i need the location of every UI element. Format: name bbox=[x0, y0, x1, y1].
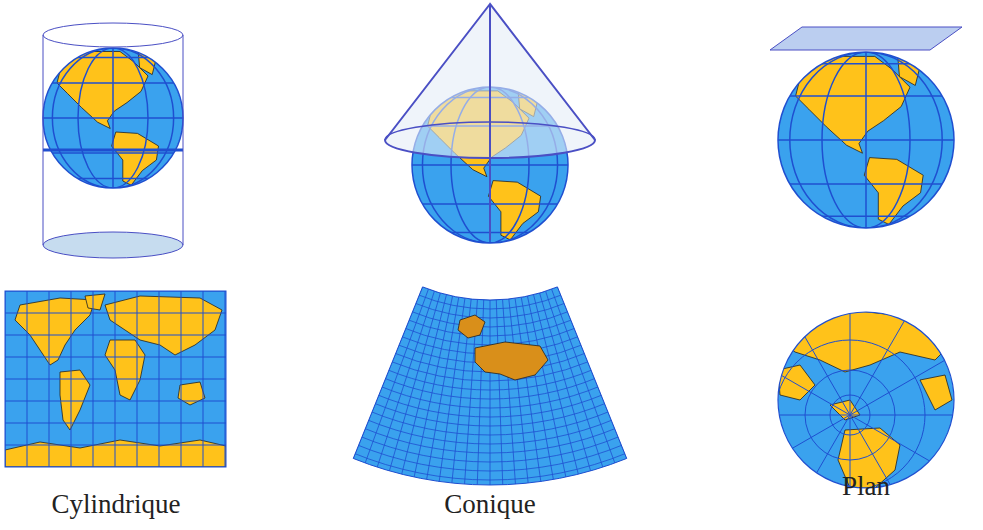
meridian bbox=[402, 295, 447, 475]
landmass bbox=[85, 294, 105, 310]
parallel bbox=[202, 0, 778, 408]
meridian bbox=[850, 315, 983, 415]
meridian bbox=[822, 52, 910, 228]
parallel bbox=[5, 401, 226, 402]
cylindrical-map bbox=[5, 291, 226, 467]
ocean bbox=[43, 48, 183, 188]
meridian bbox=[78, 48, 148, 188]
parallel bbox=[5, 423, 226, 424]
meridian bbox=[527, 296, 565, 477]
meridian bbox=[534, 295, 579, 475]
parallel bbox=[301, 0, 679, 309]
meridian bbox=[490, 300, 491, 485]
fan bbox=[353, 287, 626, 485]
tangent-plane bbox=[770, 27, 962, 50]
parallel bbox=[283, 0, 697, 327]
landmass bbox=[864, 158, 923, 225]
meridian bbox=[865, 52, 867, 228]
conic-grid bbox=[130, 0, 850, 485]
cylinder-side bbox=[183, 35, 184, 245]
globe-body bbox=[778, 52, 954, 228]
globe-outline bbox=[778, 52, 954, 228]
parallel bbox=[292, 0, 688, 318]
meridian bbox=[790, 52, 942, 228]
meridian bbox=[52, 48, 173, 188]
meridian bbox=[540, 293, 591, 471]
meridian bbox=[365, 289, 428, 463]
meridian bbox=[850, 242, 950, 415]
meridian bbox=[677, 415, 850, 515]
meridian bbox=[377, 291, 434, 467]
landmass bbox=[105, 340, 145, 400]
meridian bbox=[750, 242, 850, 415]
equator-line bbox=[43, 149, 183, 152]
meridian bbox=[414, 296, 452, 477]
parallel bbox=[274, 0, 706, 336]
parallel bbox=[5, 445, 226, 446]
meridian bbox=[496, 300, 502, 485]
globe bbox=[778, 52, 954, 228]
parallel bbox=[310, 0, 670, 300]
globe-outline bbox=[43, 48, 183, 188]
parallel bbox=[5, 357, 226, 358]
meridian bbox=[850, 415, 983, 416]
meridian bbox=[850, 215, 851, 415]
projection-label: Conique bbox=[444, 490, 536, 520]
parallel bbox=[184, 0, 796, 426]
cone-axis bbox=[489, 4, 491, 240]
cylinder-base bbox=[43, 232, 183, 258]
projection-label: Plan bbox=[842, 472, 890, 502]
landmass bbox=[475, 342, 548, 380]
meridian bbox=[112, 48, 114, 188]
meridian bbox=[515, 298, 541, 481]
conic-map bbox=[353, 287, 626, 485]
landmass bbox=[780, 310, 950, 372]
cylinder-top bbox=[43, 23, 183, 47]
meridian bbox=[546, 291, 603, 467]
meridian bbox=[677, 315, 850, 415]
parallel bbox=[5, 379, 226, 380]
meridian bbox=[750, 415, 850, 530]
meridian bbox=[557, 287, 626, 459]
map-frame bbox=[5, 291, 226, 467]
ocean bbox=[778, 52, 954, 228]
cylinder-side bbox=[43, 35, 44, 245]
parallel bbox=[5, 313, 226, 314]
parallel bbox=[5, 335, 226, 336]
ocean bbox=[5, 291, 226, 467]
meridian bbox=[503, 300, 516, 485]
fan-outline bbox=[353, 287, 626, 485]
parallel bbox=[175, 0, 805, 435]
meridian bbox=[552, 289, 615, 463]
meridian bbox=[509, 299, 528, 483]
azimuthal-map bbox=[650, 215, 983, 530]
projection-label: Cylindrique bbox=[52, 490, 181, 520]
globe-body bbox=[43, 48, 183, 188]
meridian bbox=[650, 415, 850, 416]
meridian bbox=[427, 297, 459, 479]
map-outline bbox=[778, 312, 954, 488]
globe bbox=[43, 48, 183, 188]
parallel bbox=[193, 0, 787, 417]
landmass bbox=[458, 315, 485, 338]
landmass bbox=[178, 382, 205, 405]
parallel bbox=[265, 0, 715, 345]
